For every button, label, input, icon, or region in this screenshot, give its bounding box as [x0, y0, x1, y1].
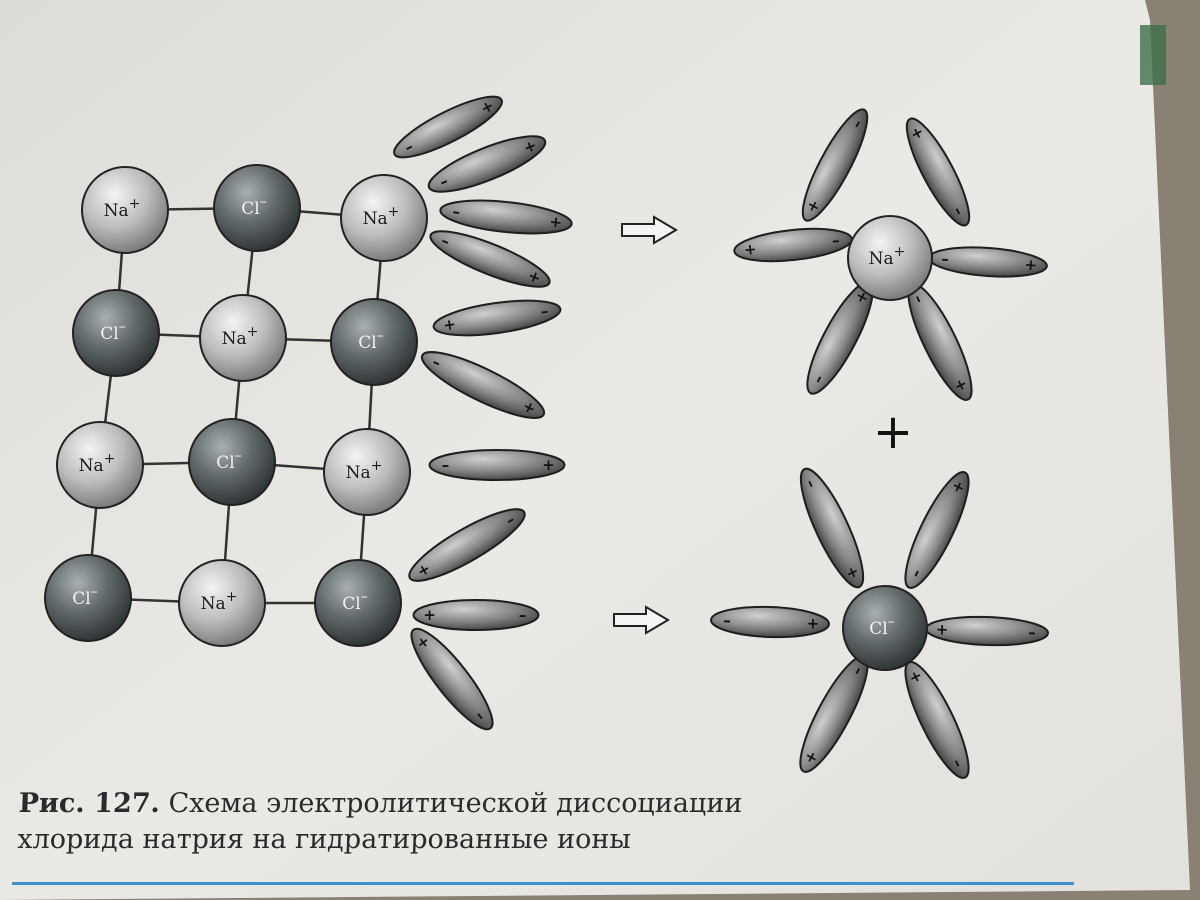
- water-molecule: +–: [393, 95, 503, 159]
- chloride-ion: Cl–: [213, 164, 301, 252]
- sodium-ion: Na+: [178, 559, 266, 647]
- partial-negative-charge: –: [442, 456, 450, 474]
- figure-number: Рис. 127.: [18, 788, 161, 819]
- figure-caption: Рис. 127. Схема электролитической диссоц…: [17, 786, 1080, 858]
- partial-negative-charge: –: [941, 250, 950, 268]
- water-molecule: +–: [905, 117, 971, 227]
- water-molecule: +–: [801, 108, 869, 222]
- water-molecule: +–: [408, 508, 526, 582]
- partial-negative-charge: –: [519, 606, 527, 624]
- ion-label: Cl–: [342, 589, 367, 614]
- caption-rule: [12, 882, 1074, 885]
- sodium-ion: Na+: [56, 421, 144, 509]
- water-molecule: +–: [904, 471, 970, 589]
- chloride-ion: Cl–: [44, 554, 132, 642]
- sodium-ion: Na+: [340, 174, 428, 262]
- sodium-ion: Na+: [323, 428, 411, 516]
- reaction-arrow: [621, 215, 678, 245]
- partial-positive-charge: +: [935, 620, 948, 638]
- partial-positive-charge: +: [1024, 256, 1038, 275]
- water-molecule: +–: [907, 283, 973, 401]
- crystal-lattice: Na+ Cl– Na+ Cl– Na+ Cl– Na+ Cl– Na+ Cl– Na+ Cl–: [44, 164, 428, 647]
- chloride-ion: Cl–: [72, 289, 160, 377]
- reaction-arrow: [613, 605, 670, 635]
- partial-positive-charge: +: [542, 456, 555, 474]
- partial-positive-charge: +: [549, 213, 563, 232]
- partial-positive-charge: +: [806, 614, 819, 632]
- hydrated-ions: +–+–+–+–+–+–Na++–+–+–+–+–+–Cl–: [710, 108, 1049, 779]
- water-molecule: +–: [427, 135, 547, 193]
- water-molecule: +–: [420, 351, 546, 419]
- water-molecule: +–: [432, 299, 562, 337]
- chloride-ion: Cl–: [188, 418, 276, 506]
- sodium-ion: Na+: [199, 294, 287, 382]
- caption-line-1: Рис. 127. Схема электролитической диссоц…: [18, 786, 1079, 822]
- partial-positive-charge: +: [525, 266, 543, 287]
- caption-line-2: хлорида натрия на гидратированные ионы: [16, 824, 632, 855]
- water-molecule: +–: [412, 599, 540, 631]
- water-molecule: +–: [429, 230, 551, 288]
- sodium-ion: Na+: [81, 166, 169, 254]
- plus-sign: +: [873, 404, 913, 460]
- water-molecule: +–: [710, 605, 830, 639]
- water-molecule: +–: [799, 467, 865, 589]
- partial-positive-charge: +: [423, 606, 436, 624]
- partial-negative-charge: –: [831, 231, 840, 250]
- ion-label: Na+: [346, 458, 383, 483]
- partial-negative-charge: –: [452, 202, 461, 221]
- water-molecule: +–: [799, 655, 869, 773]
- chloride-ion: Cl–: [330, 298, 418, 386]
- hydrated-sodium-ion: Na+: [847, 215, 933, 301]
- chloride-ion: Cl–: [314, 559, 402, 647]
- ion-label: Na+: [79, 451, 116, 476]
- reaction-arrows: [613, 215, 678, 635]
- water-molecule: +–: [410, 627, 494, 731]
- partial-positive-charge: +: [521, 136, 539, 157]
- book-edge: [1140, 25, 1166, 85]
- water-molecule: +–: [428, 449, 566, 481]
- partial-negative-charge: –: [723, 611, 731, 629]
- partial-positive-charge: +: [442, 315, 457, 335]
- water-dipoles: +–+–+–+–+–+–+–+–+–+–: [393, 95, 573, 731]
- hydrated-chloride-ion: Cl–: [842, 585, 928, 671]
- partial-negative-charge: –: [1028, 623, 1036, 641]
- partial-positive-charge: +: [743, 240, 757, 259]
- partial-negative-charge: –: [540, 302, 550, 321]
- caption-text-1: Схема электролитической диссоциации: [168, 788, 743, 819]
- water-molecule: +–: [439, 199, 573, 235]
